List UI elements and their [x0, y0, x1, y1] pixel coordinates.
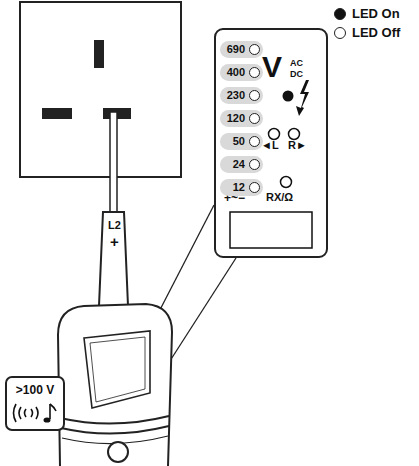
- led-off-sample: [334, 27, 346, 39]
- buzzer-badge: >100 V: [5, 376, 65, 431]
- voltage-tester: [58, 112, 172, 466]
- right-rotation-label: R►: [288, 140, 307, 151]
- legend-entry: LED Off: [334, 25, 400, 40]
- buzzer-symbol: [12, 400, 58, 426]
- voltage-value: 50: [225, 135, 245, 148]
- led-off-circle: [249, 182, 260, 193]
- left-rotation-label: ◄L: [261, 140, 279, 151]
- voltage-symbol: V: [262, 52, 282, 82]
- ac-mark: AC: [290, 59, 303, 68]
- voltage-led: 50: [220, 133, 263, 150]
- voltage-value: 12: [225, 181, 245, 194]
- display-window: [230, 212, 312, 248]
- led-off-circle: [249, 44, 260, 55]
- voltage-led: 120: [220, 110, 263, 127]
- legend-text: LED Off: [352, 25, 400, 40]
- voltage-value: 120: [225, 112, 245, 125]
- polarity-mark: +: [110, 234, 119, 249]
- led-off-circle: [249, 113, 260, 124]
- led-on-sample: [334, 8, 346, 20]
- led-off-circle: [269, 129, 280, 140]
- led-off-circle: [281, 177, 292, 188]
- led-off-circle: [249, 90, 260, 101]
- voltage-led: 24: [220, 156, 263, 173]
- led-off-circle: [289, 129, 300, 140]
- led-off-circle: [249, 67, 260, 78]
- voltage-led: 230: [220, 87, 263, 104]
- continuity-label: RX/Ω: [266, 192, 293, 203]
- voltage-value: 230: [225, 89, 245, 102]
- danger-symbol: [296, 80, 309, 116]
- dc-mark: DC: [290, 70, 303, 79]
- display-inset: VACDC◄LR►+~−RX/Ω690400230120502412: [214, 28, 328, 258]
- voltage-value: 400: [225, 66, 245, 79]
- voltage-led: 400: [220, 64, 263, 81]
- led-off-circle: [249, 136, 260, 147]
- voltage-value: 690: [225, 43, 245, 56]
- voltage-led: 690: [220, 41, 263, 58]
- wall-socket: [20, 2, 181, 177]
- legend-entry: LED On: [334, 6, 400, 21]
- legend-text: LED On: [352, 6, 400, 21]
- phase-label: L2: [108, 220, 121, 231]
- led-on-dot: [283, 91, 294, 102]
- voltage-led: 12: [220, 179, 263, 196]
- led-off-circle: [249, 159, 260, 170]
- threshold-label: >100 V: [16, 383, 54, 397]
- voltage-value: 24: [225, 158, 245, 171]
